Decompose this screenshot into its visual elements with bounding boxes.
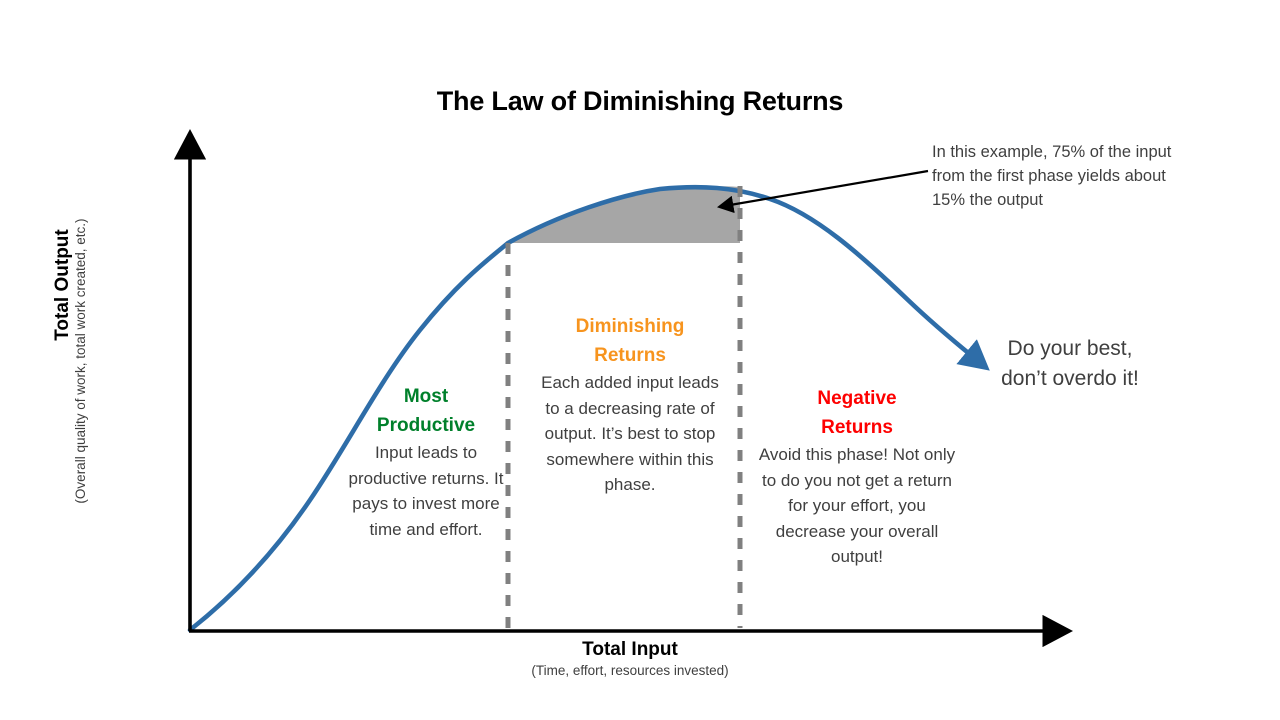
- phase-heading-diminishing-returns: Diminishing Returns: [540, 312, 720, 370]
- phase-heading-line1: Diminishing: [575, 316, 685, 337]
- x-axis-subtitle: (Time, effort, resources invested): [531, 663, 729, 678]
- closing-advice: Do your best, don’t overdo it!: [955, 334, 1185, 394]
- phase-heading-line2: Returns: [594, 345, 666, 366]
- phase-heading-line2: Returns: [821, 417, 893, 438]
- phase-block-negative-returns: Negative Returns Avoid this phase! Not o…: [757, 384, 957, 570]
- phase-heading-negative-returns: Negative Returns: [757, 384, 957, 442]
- shaded-region: [508, 186, 740, 243]
- phase-body-negative-returns: Avoid this phase! Not only to do you not…: [758, 445, 956, 566]
- phase-block-most-productive: Most Productive Input leads to productiv…: [340, 382, 512, 542]
- output-curve: [187, 184, 990, 633]
- phase-heading-most-productive: Most Productive: [340, 382, 512, 440]
- page-title: The Law of Diminishing Returns: [436, 86, 844, 116]
- phase-heading-line2: Productive: [376, 415, 476, 436]
- phase-body-diminishing-returns: Each added input leads to a decreasing r…: [541, 373, 719, 494]
- closing-advice-line2: don’t overdo it!: [1001, 367, 1139, 390]
- y-axis-subtitle: (Overall quality of work, total work cre…: [73, 171, 99, 551]
- callout-leader-line: [716, 169, 929, 214]
- x-axis-title: Total Input: [582, 639, 678, 660]
- phase-heading-line1: Most: [403, 386, 449, 407]
- phase-heading-line1: Negative: [817, 388, 897, 409]
- phase-block-diminishing-returns: Diminishing Returns Each added input lea…: [540, 312, 720, 498]
- y-axis-title-text: Total Output: [52, 229, 73, 341]
- phase-body-most-productive: Input leads to productive returns. It pa…: [348, 443, 504, 539]
- y-axis-subtitle-text: (Overall quality of work, total work cre…: [73, 218, 88, 504]
- callout-note-text: In this example, 75% of the input from t…: [932, 143, 1172, 209]
- closing-advice-line1: Do your best,: [1007, 337, 1133, 360]
